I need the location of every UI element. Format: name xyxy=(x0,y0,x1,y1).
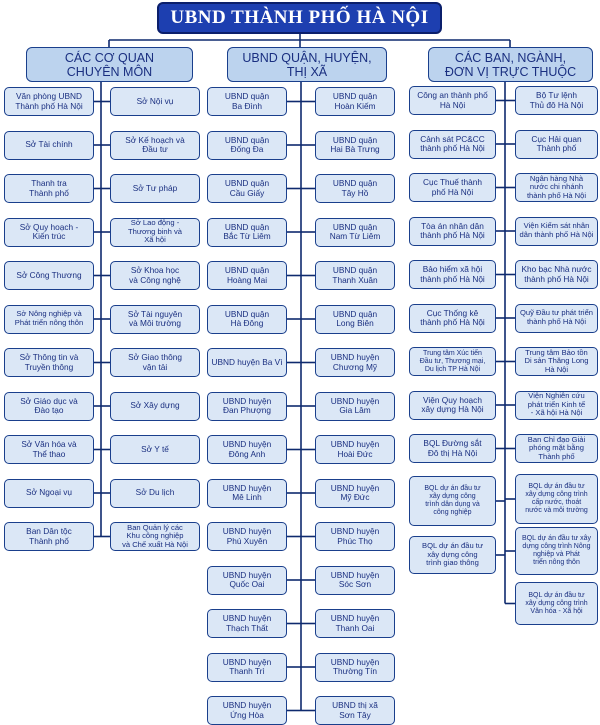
unit-box-sl-1: Văn phòng UBND Thành phố Hà Nội xyxy=(4,87,94,116)
unit-box-sr-9: Sở Y tế xyxy=(110,435,200,464)
unit-box-bl-9: BQL Đường sắt Đô thị Hà Nội xyxy=(409,434,496,463)
unit-box-sl-8: Sở Giáo dục và Đào tạo xyxy=(4,391,94,421)
unit-box-qr-8: UBND huyện Gia Lâm xyxy=(315,391,395,421)
unit-box-qr-10: UBND huyện Mỹ Đức xyxy=(315,478,395,508)
unit-box-ql-9: UBND huyện Đông Anh xyxy=(207,435,287,464)
unit-box-qr-6: UBND quận Long Biên xyxy=(315,304,395,334)
unit-box-bl-4: Tòa án nhân dân thành phố Hà Nội xyxy=(409,216,496,246)
unit-box-bl-1: Công an thành phố Hà Nội xyxy=(409,86,496,115)
unit-box-ql-11: UBND huyện Phú Xuyên xyxy=(207,522,287,551)
unit-box-qr-15: UBND thị xã Sơn Tây xyxy=(315,696,395,725)
unit-box-bl-3: Cục Thuế thành phố Hà Nội xyxy=(409,173,496,202)
unit-box-sr-11: Ban Quản lý các Khu công nghiệp và Chế x… xyxy=(110,522,200,551)
unit-box-sl-11: Ban Dân tộc Thành phố xyxy=(4,522,94,551)
unit-box-ql-2: UBND quận Đống Đa xyxy=(207,130,287,160)
unit-box-ql-10: UBND huyện Mê Linh xyxy=(207,478,287,508)
unit-box-qr-5: UBND quận Thanh Xuân xyxy=(315,261,395,290)
unit-box-bl-6: Cục Thống kê thành phố Hà Nội xyxy=(409,303,496,333)
unit-box-ql-7: UBND huyện Ba Vì xyxy=(207,348,287,377)
unit-box-ql-6: UBND quận Hà Đông xyxy=(207,304,287,334)
unit-box-ql-14: UBND huyện Thanh Trì xyxy=(207,652,287,682)
unit-box-qr-1: UBND quận Hoàn Kiếm xyxy=(315,87,395,116)
unit-box-br-1: Bộ Tư lệnh Thủ đô Hà Nội xyxy=(515,86,598,115)
unit-box-sl-5: Sở Công Thương xyxy=(4,261,94,290)
unit-box-br-6: Quỹ Đầu tư phát triển thành phố Hà Nội xyxy=(515,303,598,333)
unit-box-sr-2: Sở Kế hoạch và Đầu tư xyxy=(110,130,200,160)
unit-box-sl-4: Sở Quy hoạch - Kiến trúc xyxy=(4,217,94,247)
unit-box-ql-15: UBND huyện Ứng Hòa xyxy=(207,696,287,725)
unit-box-sl-10: Sở Ngoại vụ xyxy=(4,478,94,508)
unit-box-sr-10: Sở Du lịch xyxy=(110,478,200,508)
unit-box-br-11: BQL dự án đầu tư xây dựng công trình Nôn… xyxy=(515,527,598,575)
unit-box-qr-11: UBND huyện Phúc Thọ xyxy=(315,522,395,551)
unit-box-sl-6: Sở Nông nghiệp và Phát triển nông thôn xyxy=(4,304,94,334)
unit-box-qr-14: UBND huyện Thường Tín xyxy=(315,652,395,682)
unit-box-qr-7: UBND huyện Chương Mỹ xyxy=(315,348,395,377)
unit-box-qr-12: UBND huyện Sóc Sơn xyxy=(315,565,395,595)
unit-box-bl-5: Bảo hiểm xã hội thành phố Hà Nội xyxy=(409,260,496,289)
unit-box-br-4: Viện Kiểm sát nhân dân thành phố Hà Nội xyxy=(515,216,598,246)
unit-box-br-9: Ban Chỉ đạo Giải phóng mặt bằng Thành ph… xyxy=(515,434,598,463)
unit-box-ql-13: UBND huyện Thạch Thất xyxy=(207,609,287,638)
unit-box-ql-3: UBND quận Cầu Giấy xyxy=(207,174,287,203)
unit-box-sr-1: Sở Nội vụ xyxy=(110,87,200,116)
unit-box-qr-2: UBND quận Hai Bà Trưng xyxy=(315,130,395,160)
unit-box-ql-5: UBND quận Hoàng Mai xyxy=(207,261,287,290)
unit-box-ql-12: UBND huyện Quốc Oai xyxy=(207,565,287,595)
unit-box-br-7: Trung tâm Bảo tồn Di sản Thăng Long Hà N… xyxy=(515,347,598,376)
unit-box-sr-5: Sở Khoa học và Công nghệ xyxy=(110,261,200,290)
unit-box-ql-8: UBND huyện Đan Phượng xyxy=(207,391,287,421)
unit-box-bl-8: Viện Quy hoạch xây dựng Hà Nội xyxy=(409,390,496,420)
unit-box-sr-3: Sở Tư pháp xyxy=(110,174,200,203)
unit-box-sl-2: Sở Tài chính xyxy=(4,130,94,160)
unit-box-bl-10: BQL dự án đầu tư xây dựng công trình dân… xyxy=(409,476,496,526)
header-chuyen-mon: CÁC CƠ QUAN CHUYÊN MÔN xyxy=(26,47,193,82)
unit-box-br-2: Cục Hải quan Thành phố xyxy=(515,129,598,159)
unit-box-ql-4: UBND quận Bắc Từ Liêm xyxy=(207,217,287,247)
unit-box-sl-3: Thanh tra Thành phố xyxy=(4,174,94,203)
unit-box-qr-4: UBND quận Nam Từ Liêm xyxy=(315,217,395,247)
unit-box-bl-11: BQL dự án đầu tư xây dựng công trình gia… xyxy=(409,536,496,574)
unit-box-qr-3: UBND quận Tây Hồ xyxy=(315,174,395,203)
unit-box-sr-4: Sở Lao động - Thương binh và Xã hội xyxy=(110,217,200,247)
unit-box-sl-9: Sở Văn hóa và Thể thao xyxy=(4,435,94,464)
unit-box-sr-8: Sở Xây dựng xyxy=(110,391,200,421)
unit-box-br-12: BQL dự án đầu tư xây dựng công trình Văn… xyxy=(515,582,598,625)
unit-box-sr-6: Sở Tài nguyên và Môi trường xyxy=(110,304,200,334)
unit-box-ql-1: UBND quận Ba Đình xyxy=(207,87,287,116)
unit-box-br-10: BQL dự án đầu tư xây dựng công trình cấp… xyxy=(515,474,598,524)
unit-box-br-3: Ngân hàng Nhà nước chi nhánh thành phố H… xyxy=(515,173,598,202)
unit-box-br-5: Kho bạc Nhà nước thành phố Hà Nội xyxy=(515,260,598,289)
unit-box-bl-2: Cảnh sát PC&CC thành phố Hà Nội xyxy=(409,129,496,159)
header-ban-nganh: CÁC BAN, NGÀNH, ĐƠN VỊ TRỰC THUỘC xyxy=(428,47,593,82)
unit-box-sl-7: Sở Thông tin và Truyền thông xyxy=(4,348,94,377)
unit-box-sr-7: Sở Giao thông vận tải xyxy=(110,348,200,377)
page-title: UBND THÀNH PHỐ HÀ NỘI xyxy=(157,2,442,34)
unit-box-br-8: Viện Nghiên cứu phát triển Kinh tế - Xã … xyxy=(515,390,598,420)
header-quan-huyen: UBND QUẬN, HUYỆN, THỊ XÃ xyxy=(227,47,387,82)
unit-box-qr-9: UBND huyện Hoài Đức xyxy=(315,435,395,464)
unit-box-qr-13: UBND huyện Thanh Oai xyxy=(315,609,395,638)
unit-box-bl-7: Trung tâm Xúc tiến Đầu tư, Thương mại, D… xyxy=(409,347,496,376)
